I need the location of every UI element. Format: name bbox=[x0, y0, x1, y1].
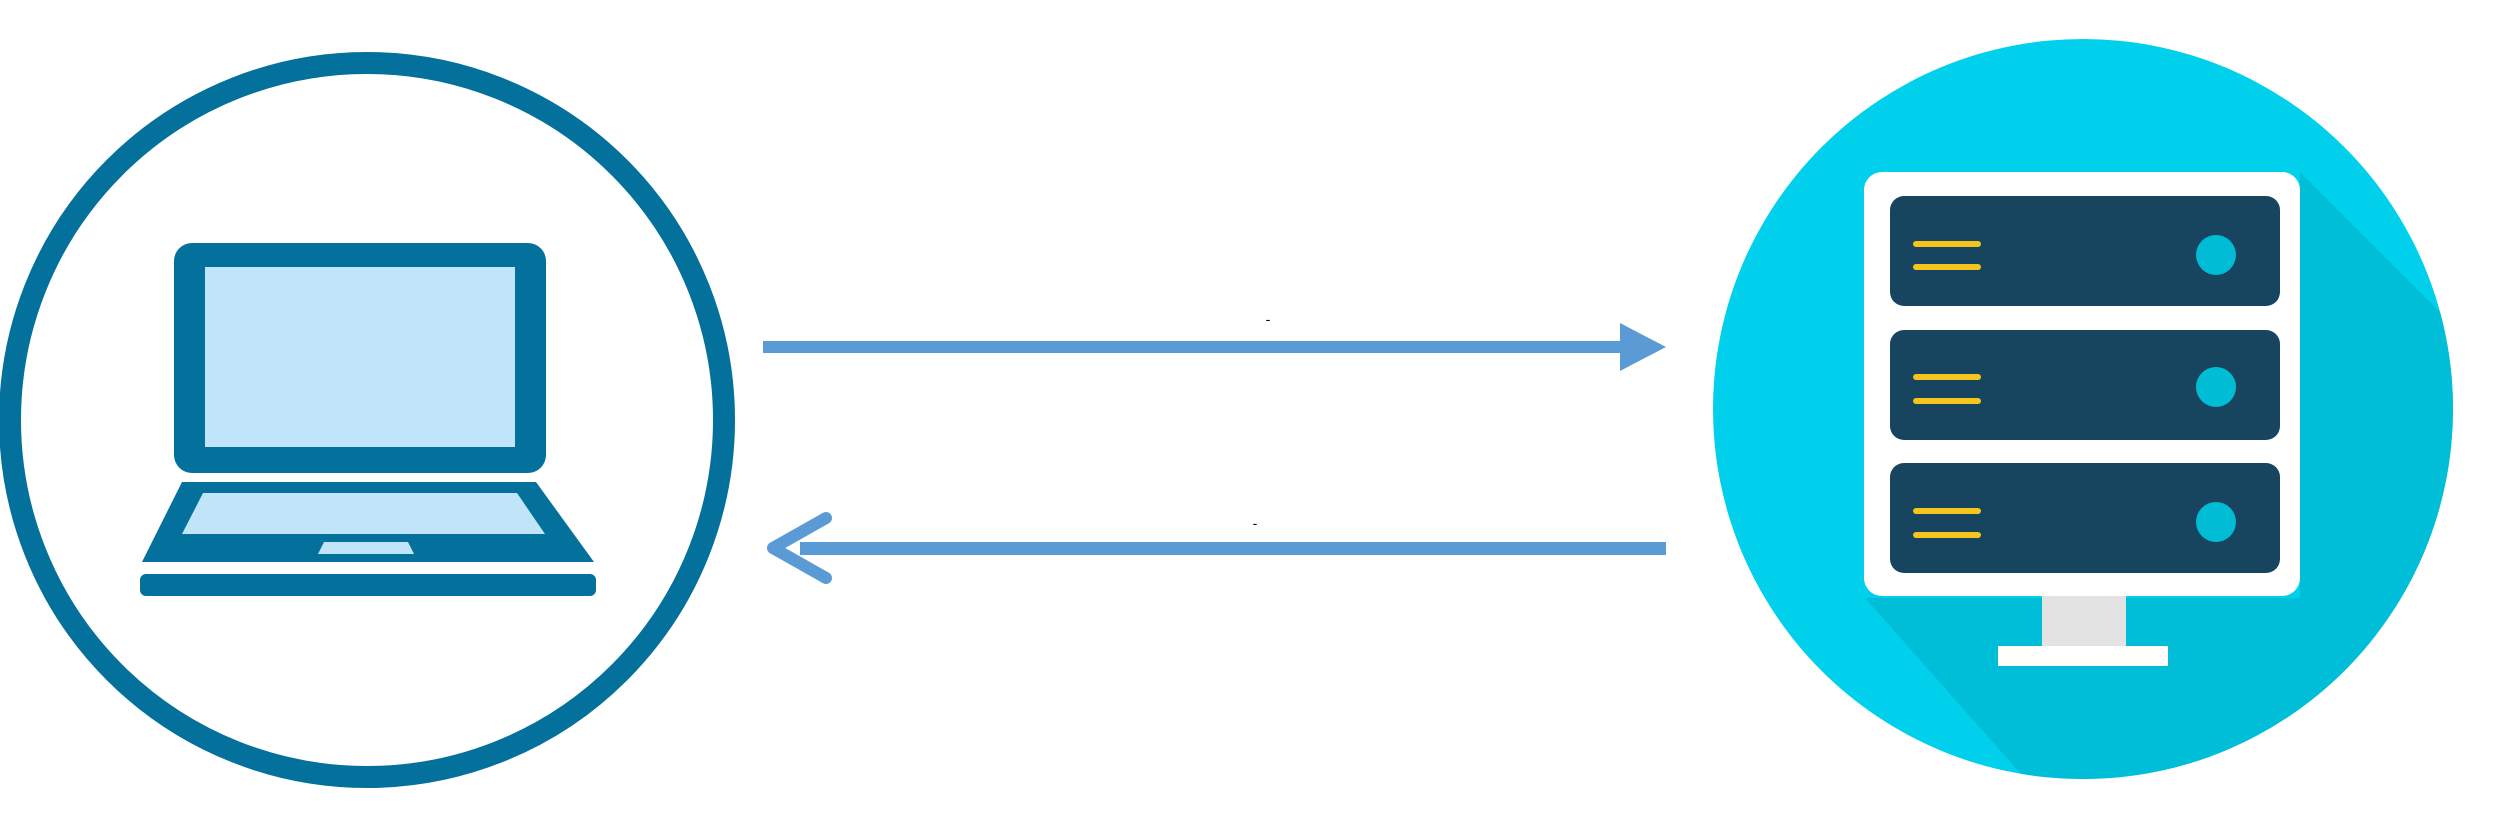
request-arrow-head bbox=[1620, 323, 1666, 371]
server-led-icon bbox=[2196, 367, 2236, 407]
request-edge: - bbox=[763, 311, 1666, 371]
server-rack-icon bbox=[1864, 172, 2300, 666]
client-node bbox=[0, 52, 735, 788]
server-led-icon bbox=[2196, 235, 2236, 275]
server-unit-1 bbox=[1890, 196, 2280, 306]
laptop-icon bbox=[140, 243, 596, 596]
server-node bbox=[1713, 39, 2453, 779]
request-arrow-label: - bbox=[1266, 311, 1271, 327]
response-arrow-label: - bbox=[1253, 515, 1258, 531]
server-unit-3 bbox=[1890, 463, 2280, 573]
response-arrow-shaft bbox=[800, 542, 1666, 555]
request-arrow-shaft bbox=[763, 341, 1629, 353]
server-led-icon bbox=[2196, 502, 2236, 542]
response-arrow-head bbox=[767, 512, 832, 584]
response-edge: - bbox=[767, 512, 1666, 584]
server-unit-2 bbox=[1890, 330, 2280, 440]
